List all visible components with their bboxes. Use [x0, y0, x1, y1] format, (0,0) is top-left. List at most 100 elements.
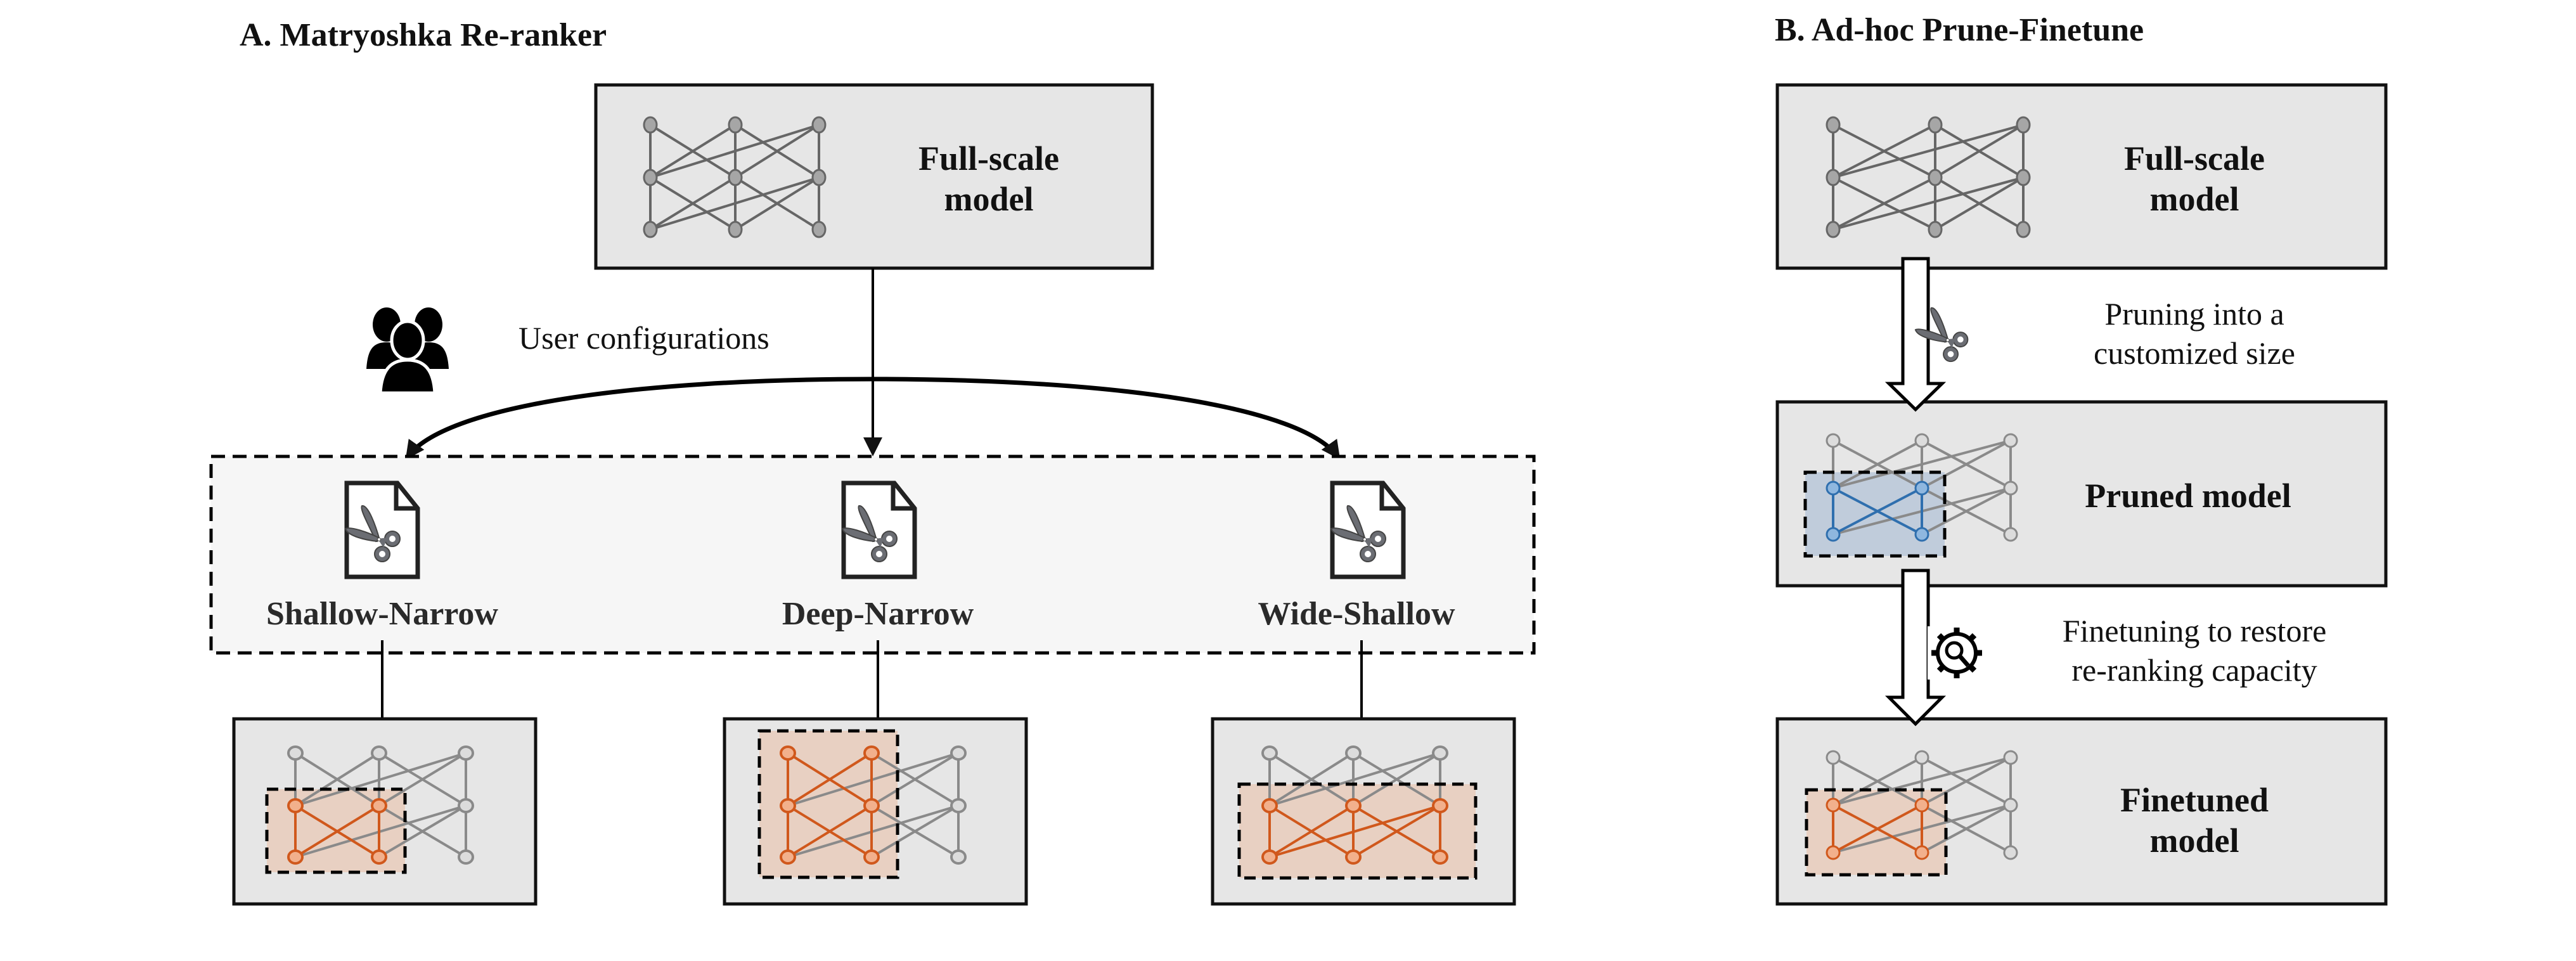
network-edge	[1934, 124, 2025, 179]
network-node	[1432, 745, 1448, 761]
network-edge	[1832, 176, 2024, 231]
panel-b-full-model-box: Full-scale model	[1775, 83, 2388, 270]
network-edge	[1832, 176, 1936, 231]
network-node	[950, 849, 967, 865]
network-edge	[1934, 176, 2025, 231]
active-network-node	[780, 745, 796, 761]
network-node	[1914, 750, 1929, 765]
arrow-to-wide-shallow	[872, 377, 1341, 460]
active-network-node	[780, 849, 796, 865]
network-edge	[295, 804, 467, 858]
config-label: Deep-Narrow	[782, 596, 974, 632]
network-node	[1928, 116, 1943, 134]
active-network-edge	[1269, 804, 1441, 858]
arrow-to-shallow-narrow	[405, 377, 873, 460]
network-edge	[870, 804, 960, 858]
network-node	[2016, 169, 2031, 186]
network-edge	[734, 124, 820, 179]
submodel-box-deep-narrow	[723, 717, 1028, 906]
network-node	[728, 221, 743, 238]
gear-wrench-icon	[1928, 626, 1986, 680]
finetune-step-line2: re-ranking capacity	[2071, 652, 2317, 688]
active-network-node	[1914, 845, 1929, 860]
network-edge	[1832, 756, 2011, 806]
full-network-graphic	[643, 116, 827, 238]
network-node	[287, 745, 304, 761]
active-network-node	[1261, 849, 1278, 865]
network-edge	[870, 752, 960, 807]
active-subnetwork-outline	[1805, 788, 1948, 877]
network-edge	[378, 752, 467, 807]
b-full-model-label-line2: model	[2150, 180, 2239, 218]
network-node	[2003, 433, 2018, 448]
network-node	[811, 116, 827, 134]
network-edge	[1832, 124, 2024, 179]
network-edge	[787, 804, 959, 858]
network-edge	[1832, 439, 2011, 489]
prune-arrow	[1884, 257, 1947, 412]
network-node	[1826, 221, 1841, 238]
active-network-node	[287, 849, 304, 865]
panel-b-pruned-model-box: Pruned model	[1775, 400, 2388, 588]
panel-b-finetuned-model-box: Finetuned model	[1775, 717, 2388, 906]
users-icon	[366, 307, 449, 395]
panel-a-title: A. Matryoshka Re-ranker	[240, 17, 607, 53]
network-node	[643, 221, 658, 238]
active-network-node	[1345, 849, 1362, 865]
network-node	[643, 116, 658, 134]
network-node	[1928, 169, 1943, 186]
network-node	[2003, 797, 2018, 813]
network-edge	[295, 752, 467, 807]
active-network-node	[1826, 845, 1841, 860]
active-network-edge	[294, 804, 380, 858]
pruned-model-label: Pruned model	[2085, 477, 2291, 515]
network-edge	[1268, 752, 1355, 807]
network-node	[1826, 169, 1841, 186]
network-node	[2003, 750, 2018, 765]
config-label: Wide-Shallow	[1258, 596, 1455, 632]
network-edge	[1921, 804, 2011, 854]
network-node	[950, 798, 967, 813]
prune-step-line2: customized size	[2094, 335, 2295, 371]
network-edge	[1832, 439, 1922, 489]
submodel-box-wide-shallow	[1211, 717, 1516, 906]
network-node	[458, 798, 474, 813]
active-network-node	[863, 849, 880, 865]
network-node	[1914, 433, 1929, 448]
active-network-node	[1914, 797, 1929, 813]
active-network-node	[1261, 798, 1278, 813]
finetuned-model-label-line1: Finetuned	[2120, 781, 2269, 819]
active-network-node	[1914, 527, 1929, 542]
active-network-edge	[1268, 804, 1355, 858]
network-node	[1826, 433, 1841, 448]
network-edge	[1921, 487, 2011, 536]
network-edge	[650, 124, 820, 179]
active-subnetwork-outline	[265, 787, 407, 874]
network-edge	[649, 124, 737, 179]
active-network-node	[287, 798, 304, 813]
network-edge	[1921, 756, 2011, 806]
config-item: Deep-Narrow	[782, 480, 974, 632]
network-node	[1261, 745, 1278, 761]
active-network-node	[1432, 798, 1448, 813]
configurations-list: Shallow-Narrow Deep-Narrow Wide-Shallow	[266, 480, 1455, 632]
network-edge	[378, 804, 467, 858]
network-edge	[1832, 124, 1936, 179]
finetune-step-line1: Finetuning to restore	[2063, 613, 2327, 648]
active-network-edge	[1352, 804, 1441, 858]
network-edge	[649, 176, 737, 231]
network-node	[2003, 527, 2018, 542]
active-network-edge	[787, 804, 873, 858]
network-edge	[650, 176, 820, 231]
config-item: Wide-Shallow	[1258, 480, 1455, 632]
config-label: Shallow-Narrow	[266, 596, 498, 632]
network-edge	[1921, 439, 2011, 489]
active-network-node	[1826, 527, 1841, 542]
prune-step-line1: Pruning into a	[2104, 296, 2284, 332]
active-network-edge	[787, 752, 873, 807]
network-node	[811, 221, 827, 238]
network-node	[2016, 116, 2031, 134]
active-network-node	[371, 798, 387, 813]
user-configurations-label: User configurations	[518, 320, 770, 356]
network-node	[458, 849, 474, 865]
